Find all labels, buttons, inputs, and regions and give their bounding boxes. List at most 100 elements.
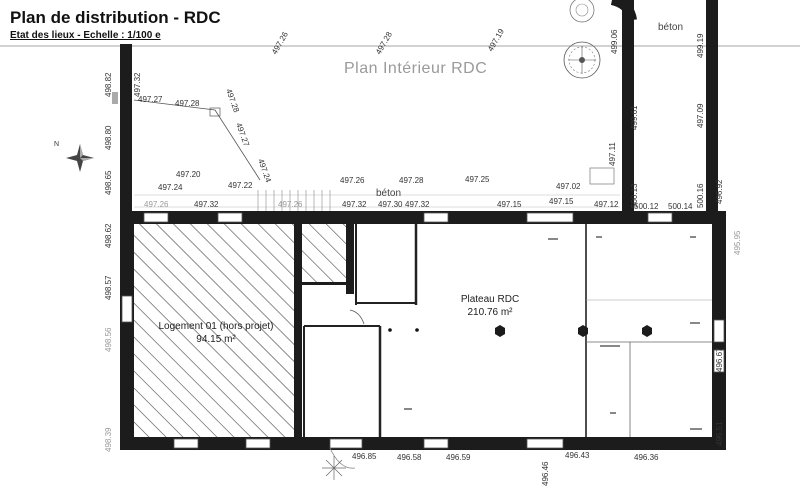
window-south-5 <box>526 438 564 449</box>
elev-label: 500.13 <box>630 183 639 208</box>
wall-small-room-east <box>346 224 354 294</box>
window-north-5 <box>647 212 673 223</box>
small-hatch-room <box>302 224 346 282</box>
wall-north <box>120 211 726 224</box>
window-west-1 <box>121 295 133 323</box>
elev-label: 497.24 <box>256 158 273 185</box>
column-3 <box>642 325 652 337</box>
elev-label: 497.28 <box>374 30 394 56</box>
room-name-plateau: Plateau RDC <box>461 294 519 305</box>
elev-label: 498.62 <box>104 223 113 248</box>
elev-label: 496.43 <box>565 451 590 460</box>
survey-marker <box>209 107 221 117</box>
elev-label: 499.19 <box>696 33 705 58</box>
elev-label: 499.06 <box>610 29 619 54</box>
elev-label: 497.26 <box>278 200 303 209</box>
window-north-4 <box>526 212 574 223</box>
elev-label: 497.32 <box>405 200 430 209</box>
elev-label: 498.65 <box>104 170 113 195</box>
elev-label: 497.26 <box>270 30 290 56</box>
tree-icon <box>563 41 601 79</box>
elev-label: 498.39 <box>104 427 113 452</box>
elev-label: 497.30 <box>378 200 403 209</box>
logement-hatch-area <box>134 224 296 437</box>
elev-label: 497.19 <box>486 27 506 53</box>
elev-label: 497.26 <box>340 176 365 185</box>
room-name-logement: Logement 01 (hors projet) <box>158 321 273 332</box>
column-dot-2 <box>415 328 419 332</box>
terrain-line-1 <box>133 99 261 181</box>
elev-label: 497.32 <box>194 200 219 209</box>
elev-label: 500.16 <box>696 183 705 208</box>
elev-label: 497.02 <box>556 182 581 191</box>
wall-right-upper-1 <box>622 0 634 218</box>
window-east-1 <box>713 319 725 343</box>
elev-label: 497.32 <box>342 200 367 209</box>
elev-label: 498.80 <box>104 125 113 150</box>
elev-label: 497.25 <box>465 175 490 184</box>
elev-label: 497.28 <box>399 176 424 185</box>
elev-label: 497.27 <box>138 95 163 104</box>
bush-icon <box>322 456 346 480</box>
elev-label: 498.56 <box>104 327 113 352</box>
door-arc-2 <box>329 447 356 469</box>
elev-label: 496.58 <box>397 453 422 462</box>
elev-label: 498.82 <box>104 72 113 97</box>
exterior-steps <box>257 190 331 211</box>
wall-curve-top <box>610 0 637 21</box>
tree-icon-2 <box>569 0 595 23</box>
elev-label: 497.20 <box>176 170 201 179</box>
page-title: Plan de distribution - RDC <box>10 8 221 27</box>
elev-label: 497.28 <box>224 88 241 115</box>
beton-label-top: béton <box>658 22 683 33</box>
window-south-1 <box>173 438 199 449</box>
window-south-3 <box>329 438 363 449</box>
wall-left-upper <box>120 44 132 219</box>
watermark-title: Plan Intérieur RDC <box>344 60 488 77</box>
window-north-1 <box>143 212 169 223</box>
elev-label: 497.28 <box>175 99 200 108</box>
elev-label: 496.59 <box>446 453 471 462</box>
column-dot-1 <box>388 328 392 332</box>
elev-label: 498.57 <box>104 275 113 300</box>
wall-west <box>120 211 134 450</box>
window-north-3 <box>423 212 449 223</box>
elev-label: 496.46 <box>541 461 550 486</box>
elev-label: 497.24 <box>158 183 183 192</box>
survey-marker-2 <box>112 92 118 104</box>
wall-small-room-south <box>302 282 352 285</box>
elev-label: 497.15 <box>497 200 522 209</box>
elev-label: 497.32 <box>133 72 142 97</box>
elev-label: 495.95 <box>733 230 742 255</box>
elev-label: 497.09 <box>696 103 705 128</box>
wall-south <box>120 437 726 450</box>
room-area-logement: 94.15 m² <box>196 334 236 345</box>
elev-label: 500.14 <box>668 202 693 211</box>
equipment-marks <box>404 236 702 430</box>
elev-label: 499.61 <box>630 105 639 130</box>
elev-label: 496.51 <box>715 421 724 446</box>
elev-label: 496.85 <box>352 452 377 461</box>
svg-text:N: N <box>54 141 59 148</box>
elev-label: 497.11 <box>608 142 617 166</box>
column-1 <box>495 325 505 337</box>
beton-label-mid: béton <box>376 188 401 199</box>
north-arrow-icon: N <box>54 141 94 172</box>
page-subtitle: Etat des lieux - Echelle : 1/100 e <box>10 30 161 41</box>
elev-label: 497.15 <box>549 197 574 206</box>
exterior-steps-2 <box>589 167 615 185</box>
window-north-2 <box>217 212 243 223</box>
door-arc-1 <box>349 309 365 325</box>
wall-logement-east <box>294 224 302 437</box>
wall-right-upper-2 <box>706 0 718 218</box>
elev-label: 500.12 <box>634 202 659 211</box>
elev-label: 497.12 <box>594 200 619 209</box>
elev-label: 497.26 <box>144 200 169 209</box>
room-area-plateau: 210.76 m² <box>467 307 513 318</box>
column-2 <box>578 325 588 337</box>
elev-label: 496.92 <box>715 179 724 204</box>
window-south-4 <box>423 438 449 449</box>
window-south-2 <box>245 438 271 449</box>
